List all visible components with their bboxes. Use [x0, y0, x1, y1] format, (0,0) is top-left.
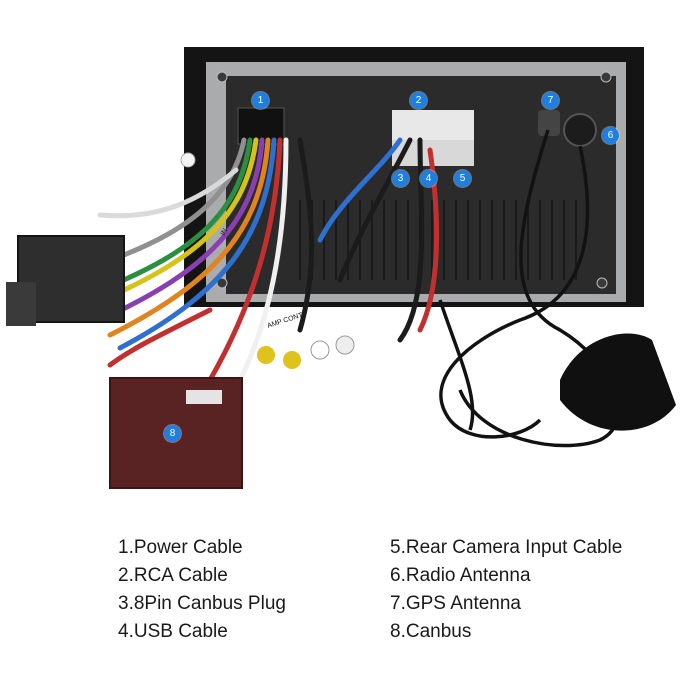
legend-item-rear-camera-cable: 5.Rear Camera Input Cable	[390, 537, 623, 558]
legend-item-power-cable: 1.Power Cable	[118, 537, 243, 558]
screws	[216, 71, 612, 289]
legend-item-rca-cable: 2.RCA Cable	[118, 565, 228, 586]
badge-3: 3	[392, 170, 409, 187]
badge-1: 1	[252, 92, 269, 109]
legend-item-radio-antenna: 6.Radio Antenna	[390, 565, 531, 586]
legend-item-usb-cable: 4.USB Cable	[118, 621, 228, 642]
gps-antenna-puck	[560, 333, 676, 431]
antenna-jack-gps	[538, 110, 560, 136]
badge-5: 5	[454, 170, 471, 187]
svg-text:IN: IN	[220, 227, 230, 237]
badge-8: 8	[164, 425, 181, 442]
rca-plugs	[180, 152, 355, 369]
badge-2: 2	[410, 92, 427, 109]
antenna-jack-radio	[563, 113, 597, 147]
legend-item-canbus: 8.Canbus	[390, 621, 472, 642]
rca-connector	[392, 110, 474, 140]
badge-6: 6	[602, 127, 619, 144]
badge-7: 7	[542, 92, 559, 109]
legend-item-canbus-plug: 3.8Pin Canbus Plug	[118, 593, 286, 614]
legend-right-column: 5.Rear Camera Input Cable 6.Radio Antenn…	[390, 534, 622, 646]
badge-4: 4	[420, 170, 437, 187]
legend-item-gps-antenna: 7.GPS Antenna	[390, 593, 521, 614]
head-unit-rear-photo: AMP CONT IN	[6, 47, 676, 489]
legend-left-column: 1.Power Cable 2.RCA Cable 3.8Pin Canbus …	[118, 534, 286, 646]
